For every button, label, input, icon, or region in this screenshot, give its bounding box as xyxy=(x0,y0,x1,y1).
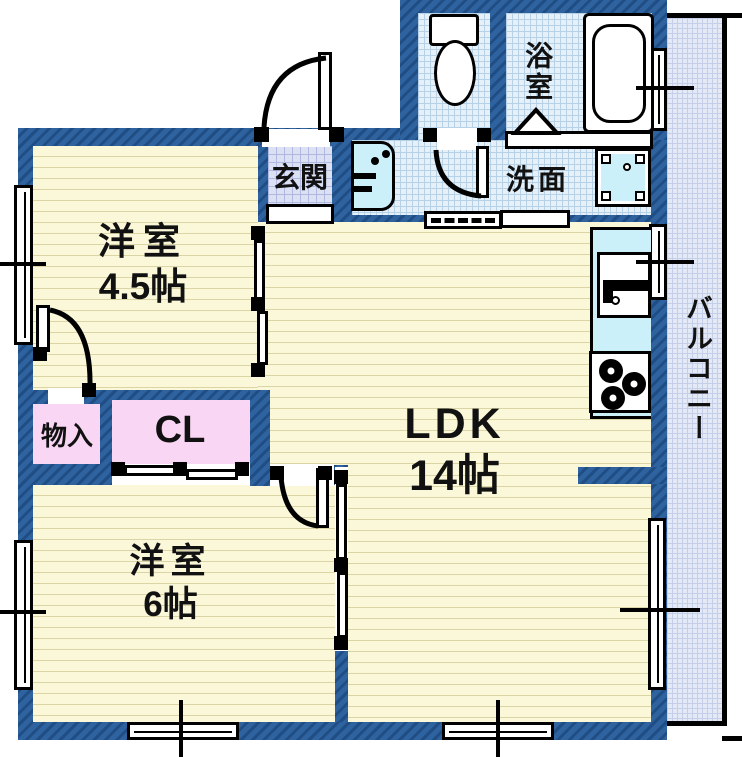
toilet-door-panel xyxy=(476,146,489,198)
sink-faucet-bar xyxy=(603,280,652,291)
slide45-bracket-2 xyxy=(251,297,265,311)
window-balcony-door xyxy=(648,518,666,690)
pan-drain xyxy=(623,163,631,171)
washbasin-faucet-dot-1 xyxy=(371,157,379,165)
label-entrance: 玄関 xyxy=(268,161,332,195)
window-south-ldk xyxy=(442,722,554,740)
washbasin-bar-1 xyxy=(354,173,376,179)
room-ldk-lower xyxy=(348,465,651,722)
label-bathroom: 浴室 xyxy=(520,33,554,111)
slide6-panel-2 xyxy=(337,572,348,638)
label-bathroom-text: 浴室 xyxy=(522,41,554,103)
folding-door-dashed xyxy=(424,211,502,229)
label-closet-text: CL xyxy=(154,409,206,451)
label-balcony-text: バルコニー xyxy=(681,294,712,444)
balcony-railing-top-line xyxy=(727,13,742,18)
slideCL-bracket-2 xyxy=(173,462,187,476)
folding-door-solid xyxy=(500,210,570,228)
toilet-door-bracket-left xyxy=(423,128,437,142)
label-western-4_5: 洋室 4.5帖 xyxy=(58,219,228,309)
opening-entrance xyxy=(262,129,330,147)
slideCL-panel-1 xyxy=(124,465,176,476)
window-west-4_5 xyxy=(14,185,33,345)
bathtub-inner-icon xyxy=(592,24,646,123)
label-balcony: バルコニー xyxy=(680,264,713,474)
label-entrance-text: 玄関 xyxy=(271,162,328,193)
label-storage: 物入 xyxy=(36,421,98,453)
slideCL-bracket-1 xyxy=(111,462,125,476)
slideCL-panel-2 xyxy=(186,469,238,480)
opening-toilet xyxy=(437,128,477,150)
label-western-6-name: 洋室 xyxy=(129,542,212,581)
entrance-step xyxy=(266,204,334,224)
slideCL-bracket-3 xyxy=(235,462,249,476)
room-entrance xyxy=(268,146,332,205)
gas-stove-icon xyxy=(589,351,651,413)
folding-door-dashes xyxy=(431,218,495,223)
wall-partition-6jo xyxy=(335,650,348,722)
entrance-door-bracket-right xyxy=(329,127,344,142)
entrance-door-arc xyxy=(261,55,327,128)
balcony-railing-bottom-line xyxy=(722,736,742,741)
washbasin-icon xyxy=(351,141,395,211)
label-closet: CL xyxy=(140,407,220,453)
label-storage-text: 物入 xyxy=(40,421,93,451)
pan-corner-2 xyxy=(635,154,645,164)
slide45-bracket-1 xyxy=(251,226,265,240)
window-west-6jo xyxy=(14,540,33,690)
slide6-panel-1 xyxy=(336,484,347,560)
pan-corner-4 xyxy=(635,191,645,201)
label-washroom-text: 洗面 xyxy=(505,164,570,195)
balcony-railing-band xyxy=(727,18,742,736)
room-ldk-upper xyxy=(258,222,651,465)
washing-machine-pan-icon xyxy=(595,148,651,207)
slide6-bracket-1 xyxy=(334,470,348,484)
pan-corner-3 xyxy=(601,191,611,201)
room-closet xyxy=(112,400,253,464)
storage-door-bracket-bottom xyxy=(33,347,47,361)
slide6-bracket-2 xyxy=(334,558,348,572)
storage-door-panel xyxy=(36,305,50,352)
slide45-panel-1 xyxy=(254,240,265,300)
sink-faucet-stub xyxy=(603,280,613,303)
label-ldk-size: 14帖 xyxy=(409,452,500,501)
window-south-6jo xyxy=(127,722,239,740)
room6-door-hinge xyxy=(318,466,332,480)
bath-divider-bar xyxy=(505,131,653,149)
balcony-floor xyxy=(667,13,727,726)
label-western-6: 洋室 6帖 xyxy=(108,541,233,626)
slide6-bracket-3 xyxy=(334,636,348,650)
entrance-door-panel xyxy=(318,52,332,130)
label-ldk-name: LDK xyxy=(404,400,505,448)
washbasin-bar-2 xyxy=(354,186,372,192)
label-washroom: 洗面 xyxy=(500,163,576,197)
storage-door-bracket-right xyxy=(82,383,96,397)
opening-storage xyxy=(48,388,84,404)
label-western-4_5-size: 4.5帖 xyxy=(98,266,188,308)
toilet-door-bracket-right xyxy=(477,128,491,142)
slide45-panel-2 xyxy=(257,311,268,365)
entrance-door-bracket-left xyxy=(254,127,269,142)
wall-cl-stub xyxy=(250,390,270,486)
label-ldk: LDK 14帖 xyxy=(382,398,527,503)
room6-door-bracket-left xyxy=(270,466,284,480)
label-western-4_5-name: 洋室 xyxy=(98,221,188,262)
label-western-6-size: 6帖 xyxy=(143,584,198,624)
washbasin-faucet-dot-2 xyxy=(382,150,390,158)
room-storage xyxy=(33,404,100,464)
wall-kitchen-stub xyxy=(578,467,667,484)
toilet-bowl-icon xyxy=(434,40,476,106)
pan-corner-1 xyxy=(601,154,611,164)
slide45-bracket-3 xyxy=(251,363,265,377)
